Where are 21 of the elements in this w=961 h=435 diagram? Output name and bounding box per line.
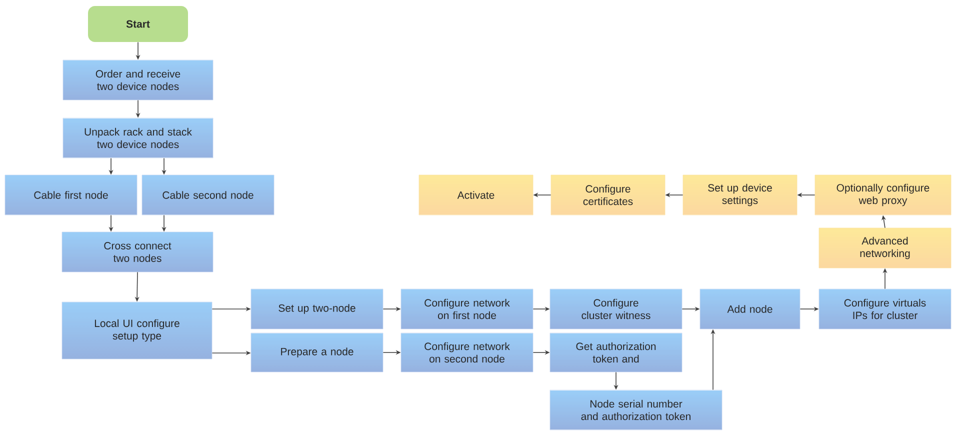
process-box: Cable first node — [4, 174, 138, 216]
process-box: Prepare a node — [250, 332, 384, 372]
process-box: Local UI configure setup type — [62, 302, 212, 360]
process-box: Optionally configure web proxy — [814, 174, 952, 216]
process-box: Order and receive two device nodes — [62, 60, 214, 100]
process-box: Set up two-node — [250, 288, 384, 330]
process-box: Configure cluster witness — [550, 288, 682, 330]
process-box: Activate — [418, 174, 534, 216]
process-box: Get authorization token and — [550, 332, 682, 372]
process-box: Node serial number and authorization token — [550, 390, 722, 430]
process-box: Unpack rack and stack two device nodes — [62, 118, 214, 158]
process-box: Configure network on first node — [400, 288, 534, 330]
process-box: Configure virtuals IPs for cluster — [818, 288, 952, 330]
process-box: Cross connect two nodes — [62, 232, 214, 272]
process-box: Add node — [700, 288, 800, 330]
process-box: Advanced networking — [818, 228, 952, 268]
process-box: Cable second node — [142, 174, 274, 216]
start-box: Start — [88, 6, 188, 42]
process-box: Set up device settings — [682, 174, 798, 216]
process-box: Configure network on second node — [400, 332, 534, 372]
process-box: Configure certificates — [550, 174, 666, 216]
